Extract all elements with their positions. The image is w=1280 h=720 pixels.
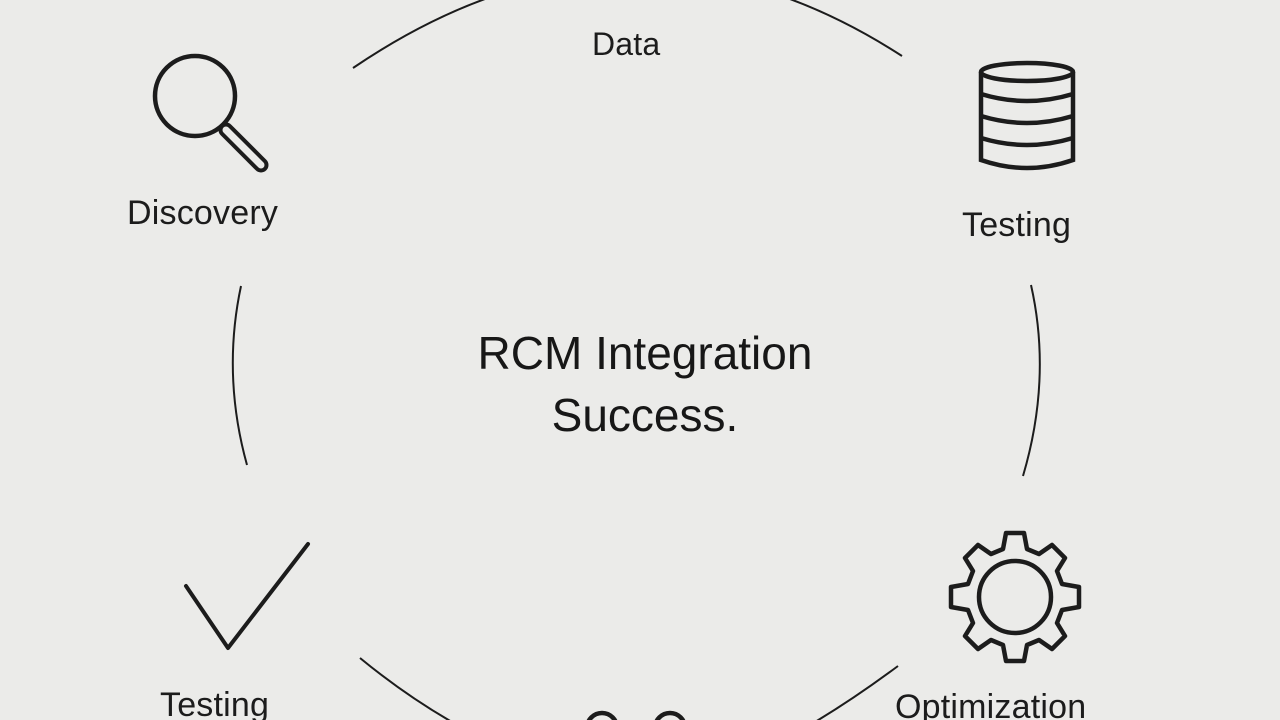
arc-left: [231, 285, 248, 466]
node-label-testing-bottom: Testing: [160, 686, 270, 720]
link-icon: [586, 710, 686, 720]
node-label-testing-top: Testing: [962, 206, 1072, 244]
magnifying-glass-icon: [152, 53, 269, 173]
arc-bottom-right: [816, 665, 899, 720]
center-title: RCM Integration Success.: [340, 322, 950, 446]
center-title-line1: RCM Integration: [477, 327, 813, 379]
gear-icon: [948, 530, 1082, 664]
arc-right: [1022, 284, 1041, 477]
arc-bottom-left: [359, 657, 451, 720]
node-label-discovery: Discovery: [127, 194, 279, 232]
center-title-line2: Success.: [551, 389, 739, 441]
node-label-optimization: Optimization: [895, 688, 1087, 720]
arc-top: [352, 0, 903, 69]
checkmark-icon: [184, 542, 310, 650]
database-icon: [978, 60, 1076, 171]
node-label-data: Data: [592, 26, 661, 62]
